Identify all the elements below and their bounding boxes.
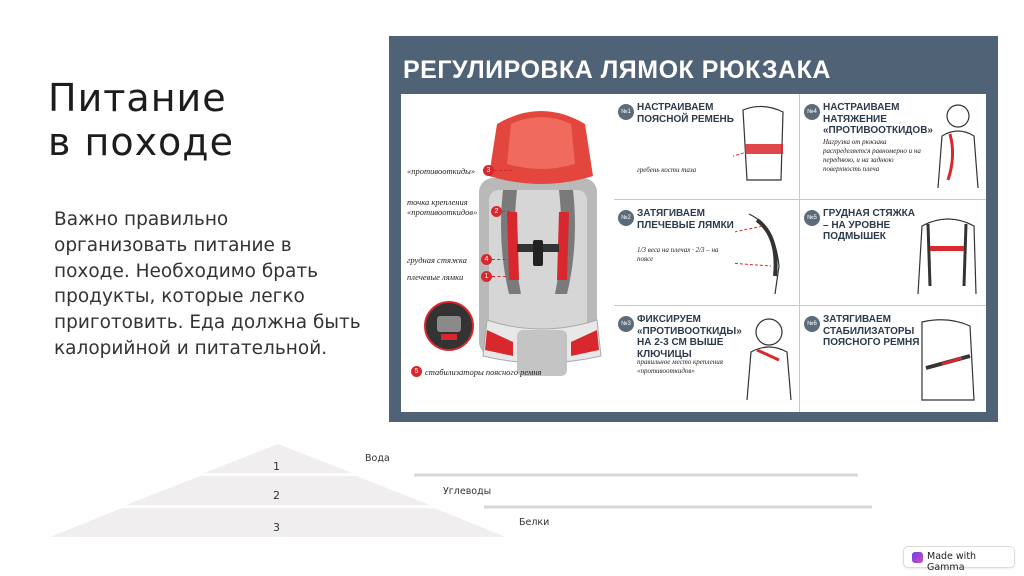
step-note: Нагрузка от рюкзака распределяется равно… [823, 138, 921, 173]
step-note: 1/3 веса на плечах · 2/3 – на поясе [637, 246, 719, 263]
chest-strap-sketch [917, 218, 977, 295]
callout-number: 3 [483, 165, 494, 176]
pyramid-level-number: 3 [273, 521, 280, 534]
step-cell: №1 НАСТРАИВАЕМ ПОЯСНОЙ РЕМЕНЬ гребень ко… [614, 94, 800, 200]
callout-label: «противооткиды» [407, 166, 476, 176]
callout-leader [492, 276, 506, 277]
callout-label: стабилизаторы поясного ремня [425, 367, 542, 377]
step-title: НАСТРАИВАЕМ НАТЯЖЕНИЕ «ПРОТИВООТКИДОВ» [823, 102, 933, 136]
step-note: гребень кости таза [637, 166, 697, 174]
pyramid-shape [50, 444, 872, 537]
title-line-2: в походе [48, 120, 234, 164]
callout-number: 1 [481, 271, 492, 282]
hip-belt-sketch [733, 105, 784, 181]
step-title: НАСТРАИВАЕМ ПОЯСНОЙ РЕМЕНЬ [637, 102, 734, 125]
straps-sketch [735, 213, 780, 295]
steps-grid: №1 НАСТРАИВАЕМ ПОЯСНОЙ РЕМЕНЬ гребень ко… [614, 94, 986, 412]
step-cell: №3 ФИКСИРУЕМ «ПРОТИВООТКИДЫ» НА 2-3 СМ В… [614, 306, 800, 412]
callout-number: 2 [491, 206, 502, 217]
callout-label: грудная стяжка [407, 255, 467, 265]
step-cell: №2 ЗАТЯГИВАЕМ ПЛЕЧЕВЫЕ ЛЯМКИ 1/3 веса на… [614, 200, 800, 306]
callout-leader [494, 170, 512, 171]
callout-leader [502, 211, 510, 212]
step-badge: №1 [618, 104, 634, 120]
step-title: ЗАТЯГИВАЕМ СТАБИЛИЗАТОРЫ ПОЯСНОГО РЕМНЯ [823, 314, 920, 348]
step-badge: №2 [618, 210, 634, 226]
step-cell: №4 НАСТРАИВАЕМ НАТЯЖЕНИЕ «ПРОТИВООТКИДОВ… [800, 94, 986, 200]
food-pyramid: 1 2 3 Вода Углеводы Белки [0, 440, 1024, 550]
slide-title: Питание в походе [48, 76, 368, 164]
gamma-logo-icon [912, 552, 923, 563]
pyramid-level-label: Белки [519, 517, 550, 528]
title-line-1: Питание [48, 76, 227, 120]
pyramid-level-label: Углеводы [443, 486, 492, 497]
hip-stabilizer-sketch [921, 319, 975, 401]
step-title: ФИКСИРУЕМ «ПРОТИВООТКИДЫ» НА 2-3 СМ ВЫШЕ… [637, 314, 742, 360]
step-title: ЗАТЯГИВАЕМ ПЛЕЧЕВЫЕ ЛЯМКИ [637, 208, 734, 231]
pyramid-level-number: 1 [273, 460, 280, 473]
callout-number: 4 [481, 254, 492, 265]
callout-label: плечевые лямки [407, 272, 464, 282]
pyramid-level-number: 2 [273, 489, 280, 502]
infographic-body: «противооткиды» 3 точка крепления «проти… [401, 94, 986, 412]
made-with-gamma-label: Made with Gamma [927, 551, 977, 573]
load-lifter-sketch [746, 318, 792, 401]
step-cell: №5 ГРУДНАЯ СТЯЖКА – НА УРОВНЕ ПОДМЫШЕК [800, 200, 986, 306]
callout-leader [492, 259, 516, 260]
infographic-panel: РЕГУЛИРОВКА ЛЯМОК РЮКЗАКА [389, 36, 998, 422]
callout-label: точка крепления «противооткидов» [407, 197, 478, 217]
backpack-illustration [424, 111, 602, 376]
step-note: правильное место крепления «противооткид… [637, 358, 723, 375]
shoulder-sketch [937, 104, 979, 189]
pyramid-level-label: Вода [365, 453, 390, 464]
made-with-gamma-badge[interactable]: Made with Gamma [903, 546, 1015, 573]
body-text: Важно правильно организовать питание в п… [54, 209, 361, 359]
step-badge: №6 [804, 316, 820, 332]
step-badge: №5 [804, 210, 820, 226]
step-badge: №3 [618, 316, 634, 332]
infographic-title: РЕГУЛИРОВКА ЛЯМОК РЮКЗАКА [403, 56, 831, 84]
callout-number: 5 [411, 366, 422, 377]
step-cell: №6 ЗАТЯГИВАЕМ СТАБИЛИЗАТОРЫ ПОЯСНОГО РЕМ… [800, 306, 986, 412]
step-title: ГРУДНАЯ СТЯЖКА – НА УРОВНЕ ПОДМЫШЕК [823, 208, 915, 242]
step-badge: №4 [804, 104, 820, 120]
